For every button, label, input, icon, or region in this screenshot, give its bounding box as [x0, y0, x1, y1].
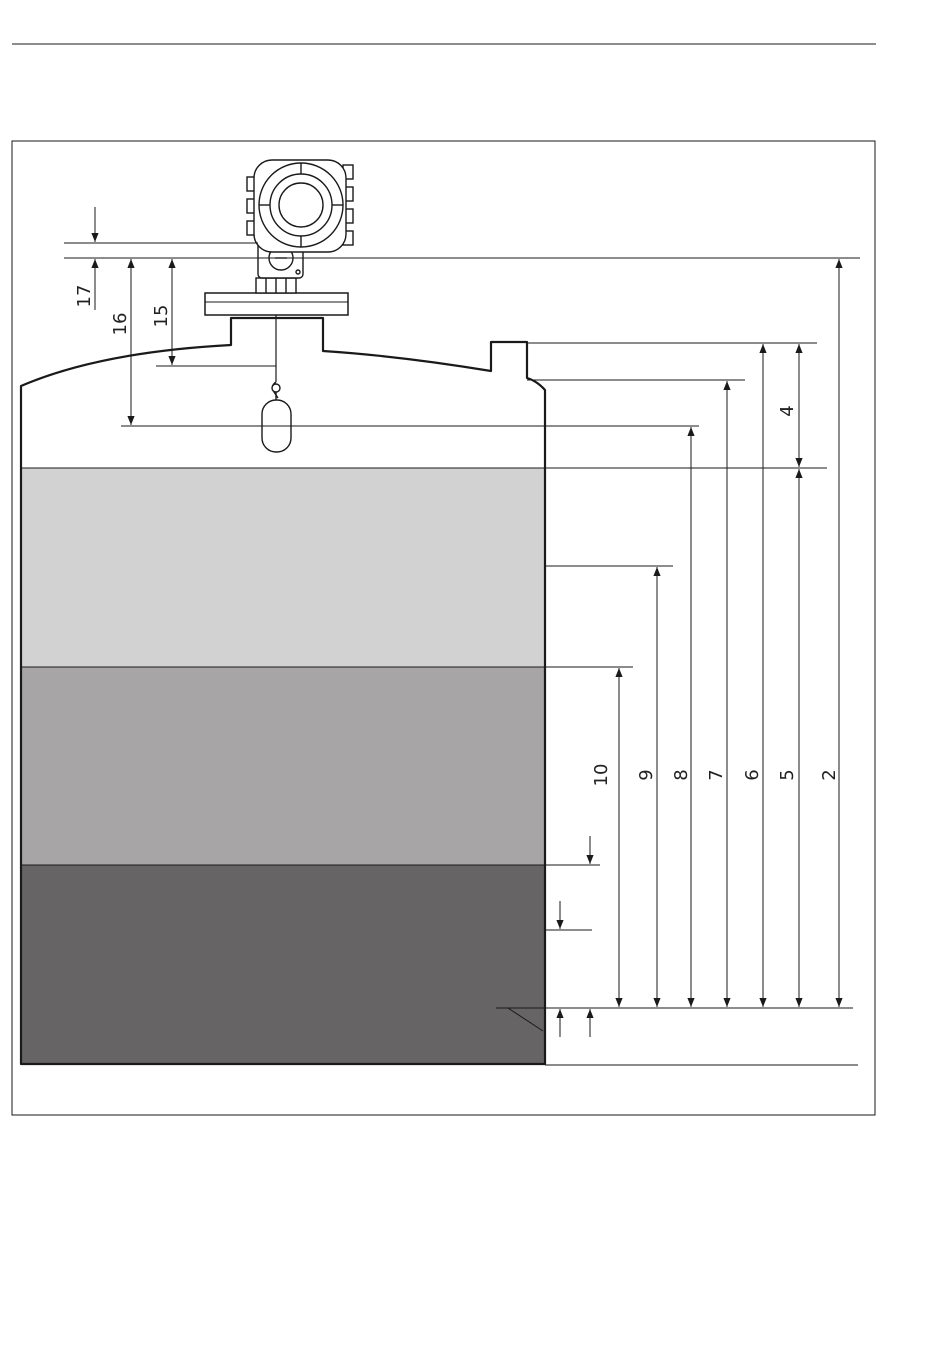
label-dim-8: 8 [671, 769, 692, 780]
layer-bottom [21, 865, 545, 1064]
label-dim-17: 17 [74, 285, 95, 308]
label-dim-4: 4 [777, 405, 798, 416]
layer-middle [21, 667, 545, 865]
label-dim-15: 15 [151, 305, 172, 328]
label-dim-7: 7 [706, 769, 727, 780]
gauge-flange [205, 293, 348, 315]
label-dim-10: 10 [591, 764, 612, 787]
level-gauge-housing-icon [247, 160, 353, 293]
layer-top [21, 468, 545, 667]
label-dim-5: 5 [777, 769, 798, 780]
displacer-float-icon [262, 382, 291, 452]
label-dim-16: 16 [110, 313, 131, 336]
label-dim-6: 6 [742, 769, 763, 780]
label-dim-9: 9 [636, 769, 657, 780]
label-dim-2: 2 [819, 769, 840, 780]
